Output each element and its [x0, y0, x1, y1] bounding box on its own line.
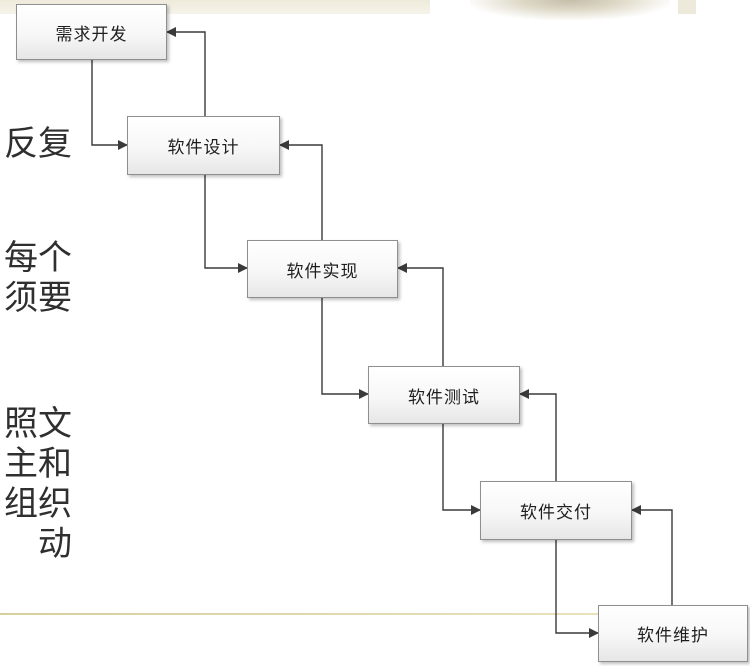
background-text-line: 组织: [4, 484, 72, 524]
forward-arrow-5: [555, 540, 599, 638]
step-label: 软件实现: [286, 261, 359, 282]
top-decor-band-right: [678, 0, 696, 14]
feedback-arrow-3: [397, 263, 444, 366]
step-design: 软件设计: [127, 116, 280, 175]
forward-arrow-3: [321, 298, 369, 399]
step-label: 软件测试: [408, 387, 480, 408]
step-delivery: 软件交付: [480, 481, 632, 540]
feedback-arrow-2: [279, 140, 323, 240]
forward-arrow-1: [91, 60, 128, 150]
feedback-arrow-5: [631, 505, 673, 605]
step-implementation: 软件实现: [247, 240, 398, 298]
background-text-line: 主和: [4, 444, 72, 484]
feedback-arrow-4: [519, 389, 557, 481]
background-text-line: 须要: [4, 278, 72, 318]
forward-arrow-4: [442, 424, 481, 515]
forward-arrow-2: [204, 175, 248, 273]
background-text-line: 反复: [4, 124, 72, 164]
background-text-block-3: 照文 主和 组织 动: [0, 404, 72, 564]
step-label: 软件设计: [167, 138, 240, 158]
background-text-line: 动: [38, 524, 72, 564]
step-label: 需求开发: [55, 24, 128, 45]
step-label: 软件维护: [637, 626, 709, 646]
step-maintenance: 软件维护: [598, 605, 748, 662]
step-requirements: 需求开发: [16, 4, 167, 60]
top-decor-image: [470, 0, 670, 20]
background-text-block-2: 每个 须要: [0, 238, 72, 318]
background-text-line: 照文: [4, 404, 72, 444]
background-text-block-1: 反复: [0, 124, 72, 164]
step-label: 软件交付: [520, 503, 592, 523]
step-testing: 软件测试: [368, 366, 520, 424]
background-text-line: 每个: [4, 238, 72, 278]
feedback-arrow-1: [166, 27, 206, 116]
bottom-divider: [0, 613, 600, 615]
